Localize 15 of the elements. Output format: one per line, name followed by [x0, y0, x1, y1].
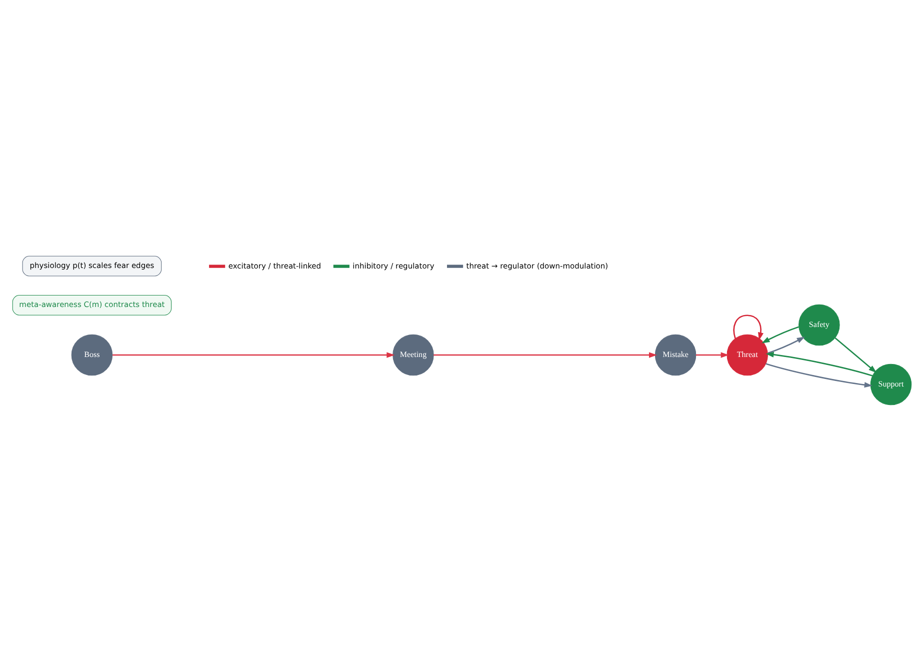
arrow [766, 362, 872, 388]
arrow [762, 326, 800, 343]
arrow [733, 314, 764, 340]
arrow [768, 336, 805, 354]
arrow [834, 336, 877, 372]
arrow [112, 352, 395, 358]
node-circle: Boss [71, 334, 113, 376]
node-circle: Mistake [654, 334, 696, 376]
node-circle: Support [870, 363, 912, 405]
node-circle: Meeting [392, 334, 434, 376]
node-circle: Safety [798, 304, 840, 346]
arrow [766, 351, 873, 376]
node-circle: Threat [726, 334, 768, 376]
arrow [696, 352, 729, 358]
arrow [434, 352, 658, 358]
